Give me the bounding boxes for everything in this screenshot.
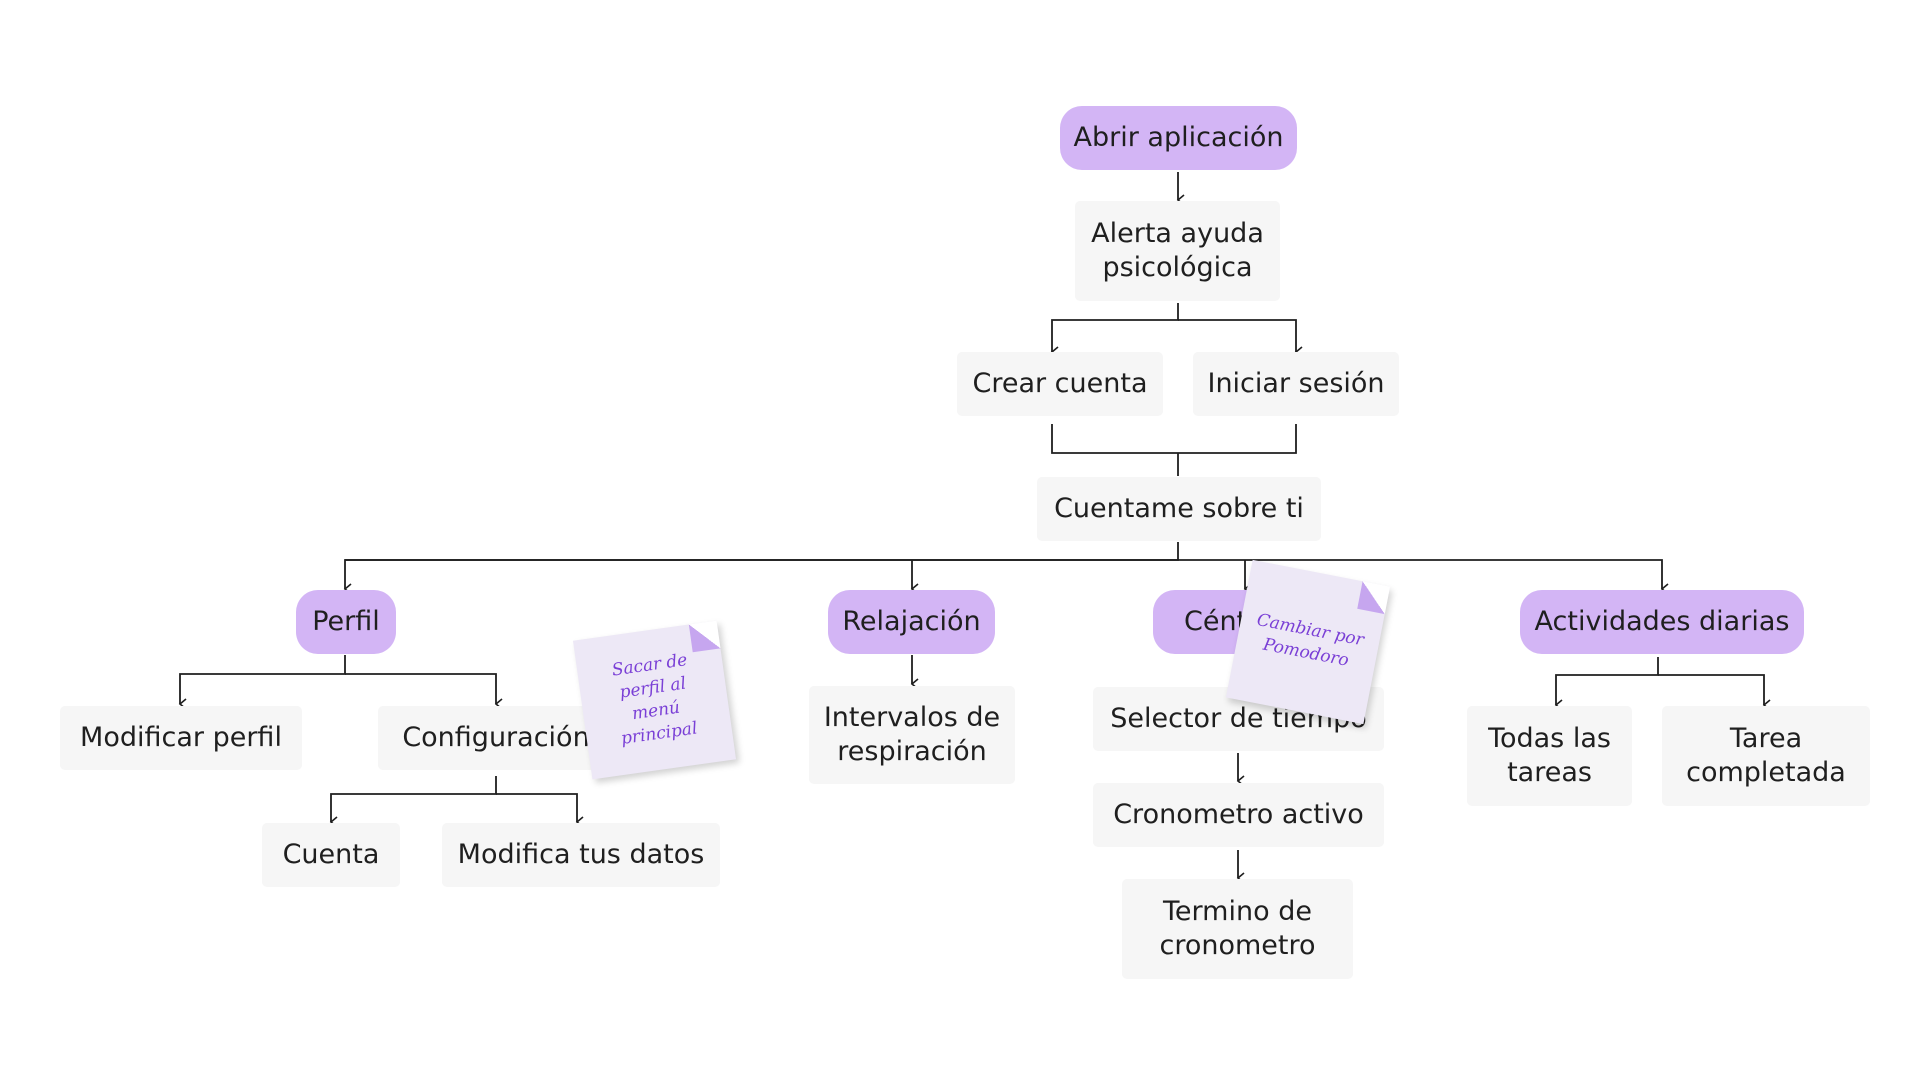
edge-config-split: [329, 776, 497, 828]
node-modifica-datos: Modifica tus datos: [442, 823, 720, 887]
node-iniciar-sesion: Iniciar sesión: [1193, 352, 1399, 416]
node-configuracion: Configuración: [378, 706, 614, 770]
sticky-note-pomodoro-text: Cambiar por Pomodoro: [1255, 610, 1366, 671]
sticky-note-perfil-text: Sacar de perfil al menú principal: [610, 650, 699, 749]
node-tarea-completada: Tarea completada: [1662, 706, 1870, 806]
node-termino-cronometro: Termino de cronometro: [1122, 879, 1353, 979]
node-alerta-ayuda: Alerta ayuda psicológica: [1075, 201, 1280, 301]
edge-perfil-config: [345, 673, 503, 710]
edge-actividades-split: [1554, 657, 1659, 711]
edge-bus-right: [345, 559, 1669, 595]
edge-alerta-iniciar: [1178, 319, 1303, 358]
node-intervalos-respiracion: Intervalos de respiración: [809, 686, 1015, 784]
sticky-note-pomodoro: Cambiar por Pomodoro: [1225, 559, 1391, 725]
node-abrir-aplicacion: Abrir aplicación: [1060, 106, 1297, 170]
node-perfil: Perfil: [296, 590, 396, 654]
node-todas-tareas: Todas las tareas: [1467, 706, 1632, 806]
node-cuentame-sobre-ti: Cuentame sobre ti: [1037, 477, 1321, 541]
node-relajacion: Relajación: [828, 590, 995, 654]
edge-perfil-split: [178, 655, 346, 710]
node-cuenta: Cuenta: [262, 823, 400, 887]
node-actividades-diarias: Actividades diarias: [1520, 590, 1804, 654]
note-fold: [1357, 581, 1391, 615]
edge-actividades-completada: [1658, 674, 1771, 711]
edge-config-datos: [496, 793, 584, 828]
edge-merge: [1051, 424, 1297, 454]
node-cronometro-activo: Cronometro activo: [1093, 783, 1384, 847]
edge-cuentame-bus: [343, 542, 1179, 595]
edge-alerta-split: [1050, 303, 1179, 358]
node-crear-cuenta: Crear cuenta: [957, 352, 1163, 416]
node-modificar-perfil: Modificar perfil: [60, 706, 302, 770]
note-fold: [688, 620, 721, 653]
sticky-note-perfil: Sacar de perfil al menú principal: [572, 620, 737, 780]
